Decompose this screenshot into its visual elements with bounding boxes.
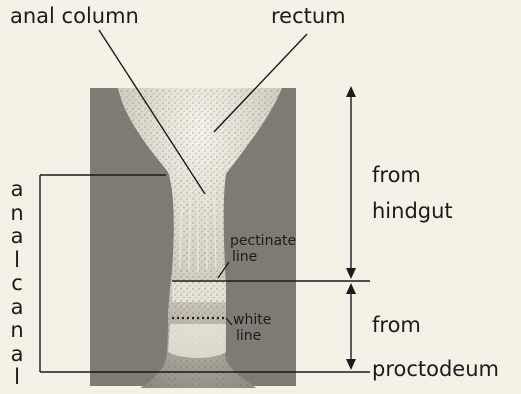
anal-canal-vertical-label: a n a l c a n a l — [6, 178, 28, 390]
from-hindgut-label-line1: from — [372, 165, 421, 186]
pectinate-line-label-line2: line — [232, 250, 257, 264]
anal-canal-letter: n — [6, 202, 28, 226]
from-proctodeum-label-line2: proctodeum — [372, 359, 499, 380]
anal-canal-letter: a — [6, 178, 28, 202]
anal-canal-letter: a — [6, 225, 28, 249]
white-line-label-line1: white — [233, 313, 271, 327]
anal-canal-letter: c — [6, 272, 28, 296]
rectum-label: rectum — [271, 6, 346, 27]
anal-column-label: anal column — [10, 6, 139, 27]
anal-canal-letter: a — [6, 296, 28, 320]
anal-canal-letter: l — [6, 366, 28, 390]
pectinate-line-label-line1: pectinate — [230, 234, 296, 248]
proctodeum-arrow — [346, 283, 356, 370]
anal-canal-letter: l — [6, 249, 28, 273]
from-proctodeum-label-line1: from — [372, 315, 421, 336]
white-line-label-line2: line — [236, 329, 261, 343]
hindgut-arrow — [346, 86, 356, 279]
anal-canal-letter: n — [6, 319, 28, 343]
anal-canal-letter: a — [6, 343, 28, 367]
from-hindgut-label-line2: hindgut — [372, 201, 453, 222]
